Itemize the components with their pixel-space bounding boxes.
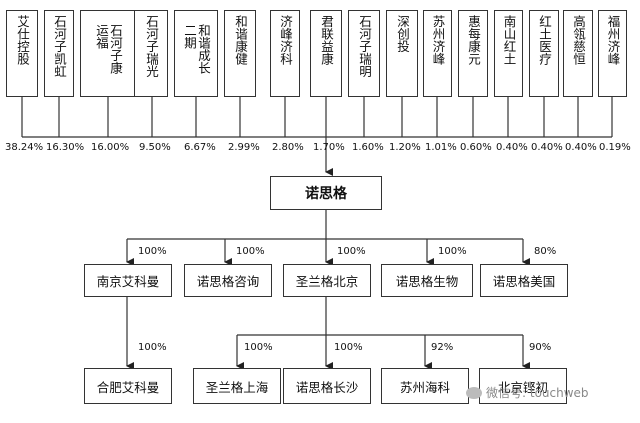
company-box: 诺思格 xyxy=(270,176,382,210)
subsidiary-name: 苏州海科 xyxy=(399,379,450,395)
wechat-icon xyxy=(466,386,482,399)
shareholder-pct: 0.40% xyxy=(496,142,528,153)
subsidiary-box: 北京铿初 xyxy=(479,368,567,404)
shareholder-pct: 1.70% xyxy=(313,142,345,153)
subsidiary-name: 诺思格生物 xyxy=(395,274,459,289)
subsidiary-name: 诺思格咨询 xyxy=(196,274,260,289)
shareholder-box: 济峰济科 xyxy=(270,10,300,97)
shareholder-pct: 0.40% xyxy=(531,142,563,153)
shareholder-name: 石河子瑞光 xyxy=(144,14,159,78)
shareholder-name: 红土医疗 xyxy=(537,14,552,65)
shareholder-pct: 0.19% xyxy=(599,142,631,153)
subsidiary-name: 南京艾科曼 xyxy=(96,274,160,289)
subsidiary-name: 诺思格长沙 xyxy=(295,379,359,395)
shareholder-box: 石河子瑞明 xyxy=(348,10,380,97)
watermark-text: 微信号: touchweb xyxy=(486,386,589,400)
shareholder-pct: 16.30% xyxy=(46,142,85,153)
shareholder-pct: 2.99% xyxy=(228,142,260,153)
subsidiary-pct: 92% xyxy=(431,342,454,353)
subsidiary-name: 圣兰格北京 xyxy=(295,274,359,289)
shareholder-pct: 1.01% xyxy=(425,142,457,153)
subsidiary-pct: 90% xyxy=(529,342,552,353)
shareholder-box: 南山红土 xyxy=(494,10,523,97)
shareholder-name: 艾仕控股 xyxy=(15,14,30,65)
shareholder-name: 济峰济科 xyxy=(278,14,293,65)
shareholder-name: 和谐成长二期 xyxy=(182,23,211,74)
shareholder-pct: 1.20% xyxy=(389,142,421,153)
shareholder-box: 福州济峰 xyxy=(598,10,627,97)
subsidiary-box: 诺思格长沙 xyxy=(283,368,371,404)
shareholder-pct: 1.60% xyxy=(352,142,384,153)
subsidiary-box: 诺思格咨询 xyxy=(184,264,272,297)
shareholder-name: 和谐康健 xyxy=(233,14,248,65)
shareholder-pct: 9.50% xyxy=(139,142,171,153)
subsidiary-pct: 100% xyxy=(244,342,273,353)
subsidiary-box: 圣兰格北京 xyxy=(283,264,371,297)
shareholder-name: 高瓴慈恒 xyxy=(571,14,586,65)
subsidiary-pct: 100% xyxy=(438,246,467,257)
shareholder-box: 石河子康运福 xyxy=(80,10,136,97)
shareholder-box: 石河子瑞光 xyxy=(134,10,168,97)
subsidiary-name: 诺思格美国 xyxy=(492,274,556,289)
shareholder-pct: 16.00% xyxy=(91,142,130,153)
subsidiary-name: 合肥艾科曼 xyxy=(96,379,160,395)
shareholder-name: 苏州济峰 xyxy=(430,14,446,65)
shareholder-box: 红土医疗 xyxy=(529,10,559,97)
subsidiary-pct: 100% xyxy=(334,342,363,353)
shareholder-box: 苏州济峰 xyxy=(423,10,452,97)
subsidiary-box: 圣兰格上海 xyxy=(193,368,281,404)
shareholder-box: 和谐成长二期 xyxy=(174,10,218,97)
subsidiary-name: 圣兰格上海 xyxy=(205,379,269,395)
shareholder-name: 石河子康运福 xyxy=(94,23,123,74)
shareholder-pct: 0.40% xyxy=(565,142,597,153)
subsidiary-name: 北京铿初 xyxy=(497,379,548,395)
subsidiary-pct: 100% xyxy=(138,246,167,257)
shareholder-name: 石河子瑞明 xyxy=(357,14,372,78)
subsidiary-pct: 100% xyxy=(236,246,265,257)
subsidiary-box: 苏州海科 xyxy=(381,368,469,404)
shareholder-box: 惠每康元 xyxy=(458,10,488,97)
shareholder-name: 惠每康元 xyxy=(466,14,481,65)
watermark: 微信号: touchweb xyxy=(466,384,589,401)
subsidiary-box: 南京艾科曼 xyxy=(84,264,172,297)
shareholder-pct: 6.67% xyxy=(184,142,216,153)
shareholder-pct: 38.24% xyxy=(5,142,44,153)
subsidiary-pct: 80% xyxy=(534,246,557,257)
shareholder-name: 君联益康 xyxy=(319,14,334,65)
shareholder-box: 深创投 xyxy=(386,10,418,97)
subsidiary-box: 合肥艾科曼 xyxy=(84,368,172,404)
subsidiary-pct: 100% xyxy=(138,342,167,353)
shareholder-name: 深创投 xyxy=(395,14,410,53)
company-name: 诺思格 xyxy=(305,186,347,202)
shareholder-box: 和谐康健 xyxy=(224,10,256,97)
shareholder-box: 高瓴慈恒 xyxy=(563,10,593,97)
shareholder-name: 福州济峰 xyxy=(605,14,621,65)
shareholder-box: 艾仕控股 xyxy=(6,10,38,97)
shareholder-name: 南山红土 xyxy=(501,14,517,65)
subsidiary-box: 诺思格生物 xyxy=(381,264,473,297)
subsidiary-pct: 100% xyxy=(337,246,366,257)
shareholder-pct: 2.80% xyxy=(272,142,304,153)
shareholder-pct: 0.60% xyxy=(460,142,492,153)
shareholder-box: 石河子凯虹 xyxy=(44,10,74,97)
subsidiary-box: 诺思格美国 xyxy=(480,264,568,297)
shareholder-name: 石河子凯虹 xyxy=(52,14,67,78)
shareholder-box: 君联益康 xyxy=(310,10,342,97)
